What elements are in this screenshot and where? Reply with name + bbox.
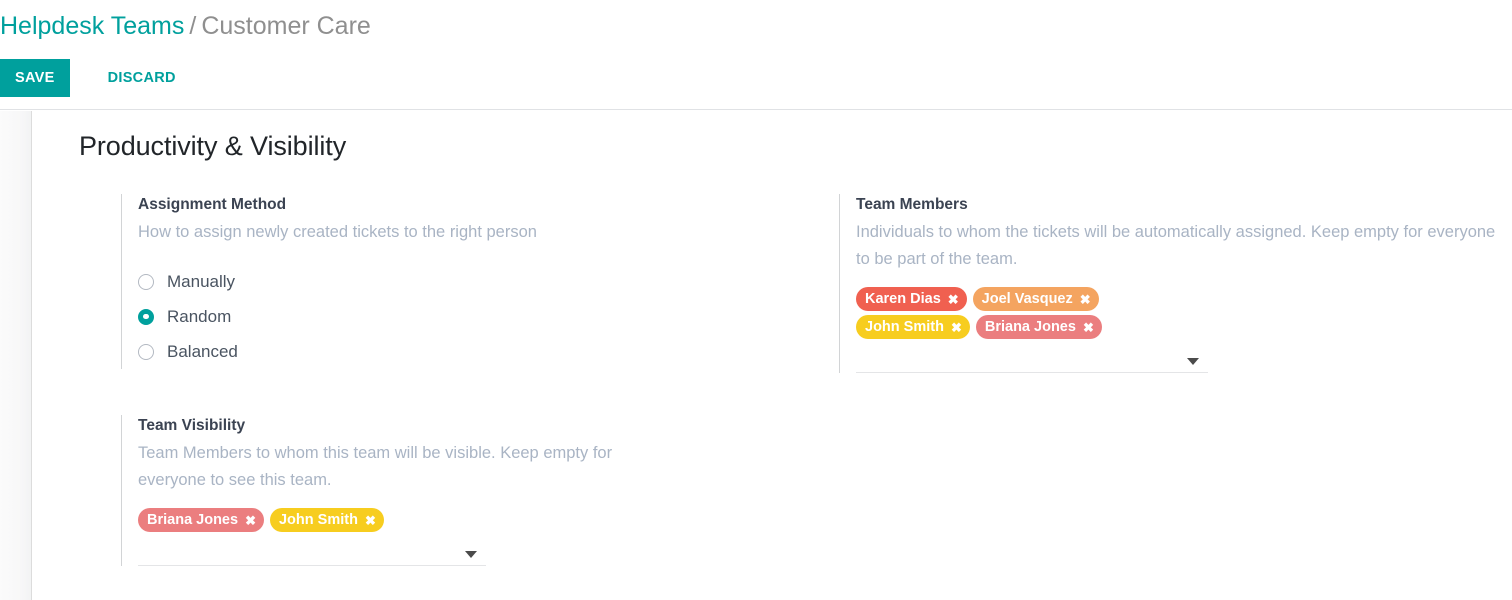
- radio-option-label: Manually: [167, 271, 236, 291]
- discard-button[interactable]: DISCARD: [93, 59, 191, 97]
- radio-option-manually[interactable]: Manually: [138, 264, 661, 299]
- tag-label: Joel Vasquez: [981, 291, 1073, 307]
- team-visibility-help: Team Members to whom this team will be v…: [138, 444, 613, 489]
- tag-label: Briana Jones: [147, 512, 239, 528]
- field-group-assignment-method: Assignment Method How to assign newly cr…: [121, 194, 661, 369]
- tag-remove-icon[interactable]: ✖: [364, 512, 376, 528]
- team-members-input[interactable]: [856, 349, 1208, 373]
- tag-chip[interactable]: Briana Jones ✖: [975, 315, 1102, 339]
- field-group-team-visibility: Team Visibility Team Members to whom thi…: [121, 415, 661, 566]
- tag-label: Briana Jones: [984, 319, 1076, 335]
- radio-option-random[interactable]: Random: [138, 299, 661, 334]
- tag-chip[interactable]: John Smith ✖: [269, 508, 384, 532]
- field-group-team-members: Team Members Individuals to whom the tic…: [839, 194, 1511, 373]
- team-members-tag-list: Karen Dias ✖ Joel Vasquez ✖ John Smith ✖…: [856, 287, 1208, 343]
- tag-remove-icon[interactable]: ✖: [1082, 319, 1094, 335]
- assignment-method-help: How to assign newly created tickets to t…: [138, 223, 537, 241]
- tag-chip[interactable]: Karen Dias ✖: [856, 287, 967, 311]
- tag-label: John Smith: [865, 319, 944, 335]
- team-visibility-label: Team Visibility: [138, 417, 246, 434]
- team-visibility-input[interactable]: [138, 542, 486, 566]
- tag-chip[interactable]: Briana Jones ✖: [138, 508, 264, 532]
- chevron-down-icon[interactable]: [1187, 358, 1199, 365]
- tag-remove-icon[interactable]: ✖: [950, 319, 962, 335]
- breadcrumb-root-link[interactable]: Helpdesk Teams: [0, 12, 185, 40]
- breadcrumb-separator: /: [189, 12, 197, 40]
- assignment-method-label: Assignment Method: [138, 196, 287, 213]
- radio-selected-icon: [138, 308, 154, 325]
- radio-icon: [138, 273, 154, 290]
- breadcrumb: Helpdesk Teams/Customer Care: [0, 11, 371, 41]
- tag-remove-icon[interactable]: ✖: [245, 512, 256, 528]
- chevron-down-icon[interactable]: [465, 551, 477, 558]
- radio-icon: [138, 343, 154, 360]
- save-button[interactable]: SAVE: [0, 59, 70, 97]
- form-action-buttons: SAVE DISCARD: [0, 59, 191, 97]
- page-title: Productivity & Visibility: [79, 131, 347, 161]
- tag-chip[interactable]: Joel Vasquez ✖: [972, 287, 1099, 311]
- team-visibility-tag-list: Briana Jones ✖ John Smith ✖: [138, 508, 428, 536]
- tag-label: Karen Dias: [865, 291, 941, 307]
- assignment-method-radio-group: Manually Random Balanced: [138, 264, 661, 369]
- control-panel: Helpdesk Teams/Customer Care SAVE DISCAR…: [0, 0, 1512, 110]
- team-members-help: Individuals to whom the tickets will be …: [856, 223, 1496, 268]
- team-members-label: Team Members: [856, 196, 968, 213]
- form-sheet: Productivity & Visibility Assignment Met…: [33, 111, 1512, 600]
- radio-option-label: Random: [167, 306, 232, 326]
- radio-option-label: Balanced: [167, 341, 238, 361]
- radio-option-balanced[interactable]: Balanced: [138, 334, 661, 369]
- breadcrumb-current: Customer Care: [201, 12, 371, 40]
- content-area: Productivity & Visibility Assignment Met…: [0, 111, 1512, 600]
- tag-remove-icon[interactable]: ✖: [947, 291, 959, 307]
- tag-chip[interactable]: John Smith ✖: [856, 315, 970, 339]
- tag-label: John Smith: [278, 512, 358, 528]
- left-gutter: [0, 111, 32, 600]
- tag-remove-icon[interactable]: ✖: [1079, 291, 1091, 307]
